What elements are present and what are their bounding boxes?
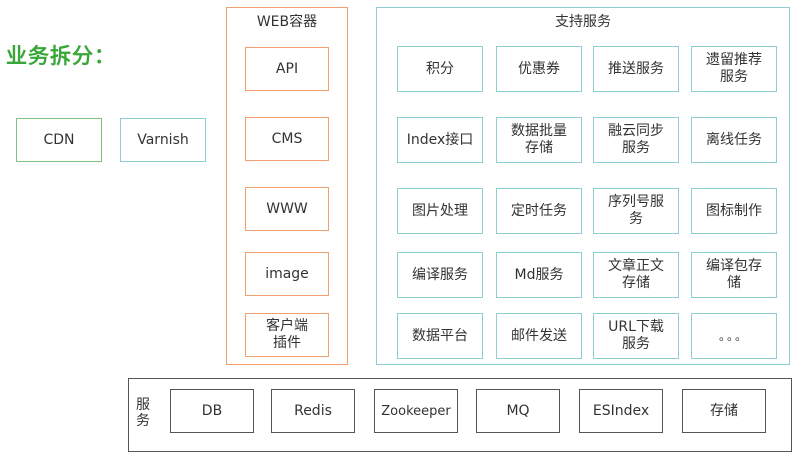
- web-item-label: WWW: [266, 200, 308, 217]
- service-item-db: DB: [170, 389, 254, 433]
- support-item-label: 融云同步服务: [608, 123, 664, 156]
- services-group: [128, 378, 792, 452]
- support-item-label: 优惠券: [518, 60, 560, 77]
- support-item-label: 数据批量存储: [511, 123, 567, 156]
- support-item-label: 编译包存储: [706, 258, 762, 291]
- support-item-url-download: URL下载服务: [593, 313, 679, 359]
- support-item-label: Md服务: [514, 266, 564, 283]
- support-item-index-api: Index接口: [397, 117, 483, 163]
- support-item-label: Index接口: [406, 131, 474, 148]
- support-item-label: 遗留推荐服务: [706, 52, 762, 85]
- service-item-storage: 存储: [682, 389, 766, 433]
- web-container-label: WEB容器: [256, 14, 318, 30]
- support-item-label: 文章正文存储: [608, 258, 664, 291]
- web-item-cms: CMS: [245, 117, 329, 161]
- service-item-label: Redis: [294, 402, 332, 419]
- support-item-rongcloud-sync: 融云同步服务: [593, 117, 679, 163]
- service-item-label: 存储: [710, 402, 738, 419]
- web-container-group: [226, 7, 348, 365]
- support-item-label: 图标制作: [706, 202, 762, 219]
- web-item-image: image: [245, 252, 329, 296]
- support-item-label: 数据平台: [412, 327, 468, 344]
- support-services-label: 支持服务: [555, 14, 611, 30]
- support-services-group: [376, 7, 790, 365]
- support-item-label: 邮件发送: [511, 327, 567, 344]
- support-item-more: 。。。: [691, 313, 777, 359]
- support-item-email-send: 邮件发送: [496, 313, 582, 359]
- varnish-label: Varnish: [137, 131, 189, 148]
- web-item-www: WWW: [245, 187, 329, 231]
- service-item-esindex: ESIndex: [579, 389, 663, 433]
- support-item-coupon: 优惠券: [496, 46, 582, 92]
- support-item-label: 序列号服务: [608, 194, 664, 227]
- web-item-client-plugin: 客户端插件: [245, 313, 329, 357]
- service-item-zookeeper: Zookeeper: [374, 389, 458, 433]
- support-item-label: URL下载服务: [608, 319, 664, 352]
- support-item-legacy-recommend: 遗留推荐服务: [691, 46, 777, 92]
- support-item-label: 图片处理: [412, 202, 468, 219]
- support-item-push: 推送服务: [593, 46, 679, 92]
- web-item-api: API: [245, 47, 329, 91]
- support-item-scheduled-task: 定时任务: [496, 188, 582, 234]
- support-item-label: 离线任务: [706, 131, 762, 148]
- support-item-label: 推送服务: [608, 60, 664, 77]
- support-item-batch-storage: 数据批量存储: [496, 117, 582, 163]
- web-item-label: image: [265, 265, 309, 282]
- support-item-label: 编译服务: [412, 266, 468, 283]
- support-item-label: 。。。: [718, 328, 749, 343]
- service-item-redis: Redis: [271, 389, 355, 433]
- service-item-label: Zookeeper: [381, 403, 451, 419]
- web-item-label: CMS: [271, 130, 303, 147]
- web-item-label: 客户端插件: [266, 318, 308, 351]
- support-item-offline-task: 离线任务: [691, 117, 777, 163]
- support-item-compile-package-storage: 编译包存储: [691, 252, 777, 298]
- web-item-label: API: [275, 60, 299, 77]
- support-item-icon-making: 图标制作: [691, 188, 777, 234]
- support-item-label: 积分: [426, 60, 454, 77]
- support-item-image-processing: 图片处理: [397, 188, 483, 234]
- support-item-label: 定时任务: [511, 202, 567, 219]
- service-item-mq: MQ: [476, 389, 560, 433]
- support-item-serial-number: 序列号服务: [593, 188, 679, 234]
- support-item-compile-service: 编译服务: [397, 252, 483, 298]
- support-item-points: 积分: [397, 46, 483, 92]
- support-item-md-service: Md服务: [496, 252, 582, 298]
- services-label: 服务: [136, 397, 150, 429]
- page-title: 业务拆分：: [6, 44, 116, 68]
- service-item-label: DB: [201, 402, 223, 419]
- service-item-label: MQ: [506, 402, 530, 419]
- support-item-article-storage: 文章正文存储: [593, 252, 679, 298]
- support-item-data-platform: 数据平台: [397, 313, 483, 359]
- service-item-label: ESIndex: [592, 402, 650, 419]
- cdn-box: CDN: [16, 118, 102, 162]
- cdn-label: CDN: [43, 131, 75, 148]
- varnish-box: Varnish: [120, 118, 206, 162]
